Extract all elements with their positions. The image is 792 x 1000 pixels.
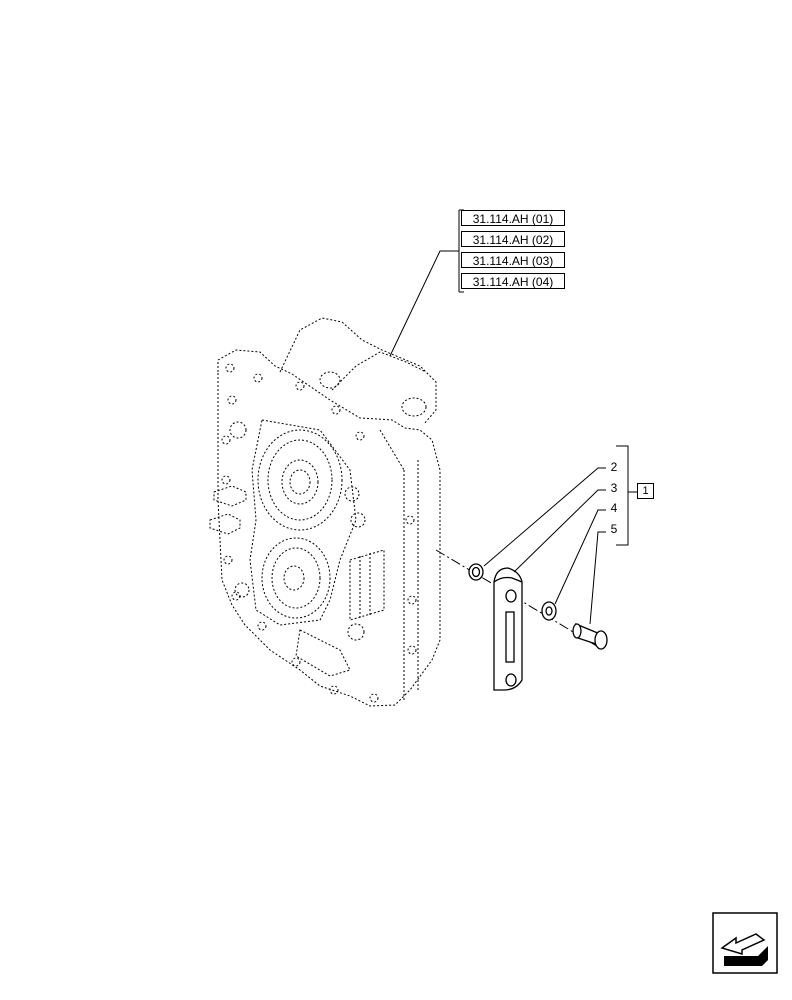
reference-link-04[interactable]: 31.114.AH (04): [461, 273, 565, 289]
group-label-box: 1: [637, 483, 654, 499]
callout-leaders: [483, 445, 637, 625]
part-5-bolt: [572, 622, 608, 650]
reference-leader: [389, 209, 464, 357]
part-2-o-ring: [468, 563, 484, 581]
next-page-arrow-icon[interactable]: [712, 912, 778, 974]
reference-link-03[interactable]: 31.114.AH (03): [461, 252, 565, 268]
callout-4: 4: [610, 501, 618, 515]
reference-link-02[interactable]: 31.114.AH (02): [461, 231, 565, 247]
callout-5: 5: [610, 522, 618, 536]
callout-3: 3: [610, 481, 618, 495]
reference-link-01[interactable]: 31.114.AH (01): [461, 210, 565, 226]
part-3-plate: [493, 567, 523, 691]
callout-2: 2: [610, 460, 618, 474]
part-4-washer: [541, 601, 557, 621]
gearbox-housing: [209, 317, 441, 707]
